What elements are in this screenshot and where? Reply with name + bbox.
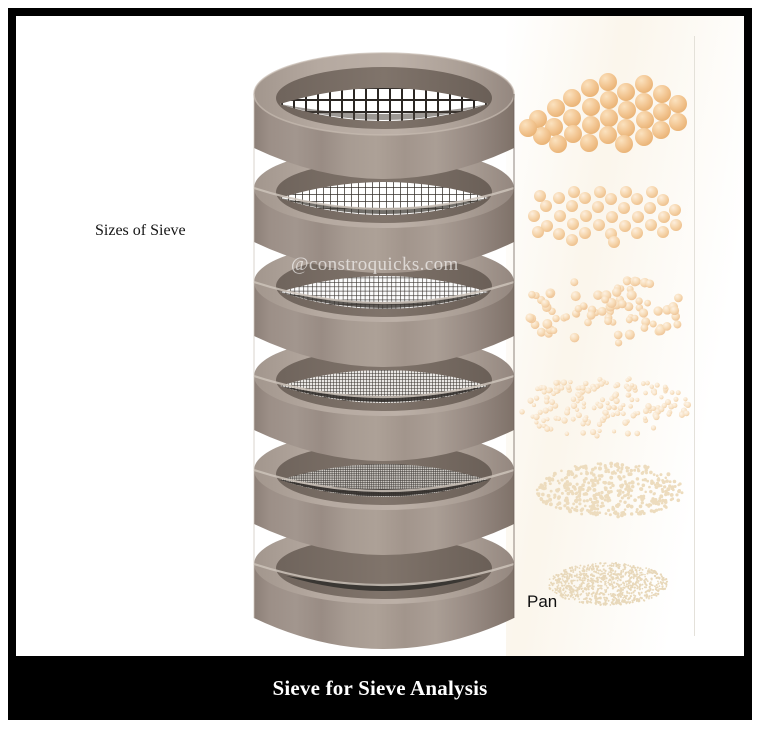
figure-canvas: Sizes of Sieve Pan @constroquicks.com bbox=[16, 16, 744, 656]
caption-bar: Sieve for Sieve Analysis bbox=[16, 656, 744, 720]
label-pan: Pan bbox=[527, 592, 558, 611]
particle-pile-6-pan bbox=[540, 554, 676, 614]
caption-text: Sieve for Sieve Analysis bbox=[272, 675, 488, 700]
background-hairline bbox=[694, 36, 695, 636]
sieve-ring-2 bbox=[253, 148, 515, 273]
particle-pile-3 bbox=[510, 268, 700, 354]
particle-pile-2 bbox=[514, 180, 694, 252]
particle-pile-1 bbox=[514, 64, 694, 154]
label-sizes-of-sieve: Sizes of Sieve bbox=[95, 222, 186, 239]
sieve-ring-1 bbox=[253, 52, 515, 179]
particle-pile-5 bbox=[524, 452, 696, 528]
particle-pile-4 bbox=[510, 366, 700, 448]
sieve-stack bbox=[246, 40, 522, 656]
